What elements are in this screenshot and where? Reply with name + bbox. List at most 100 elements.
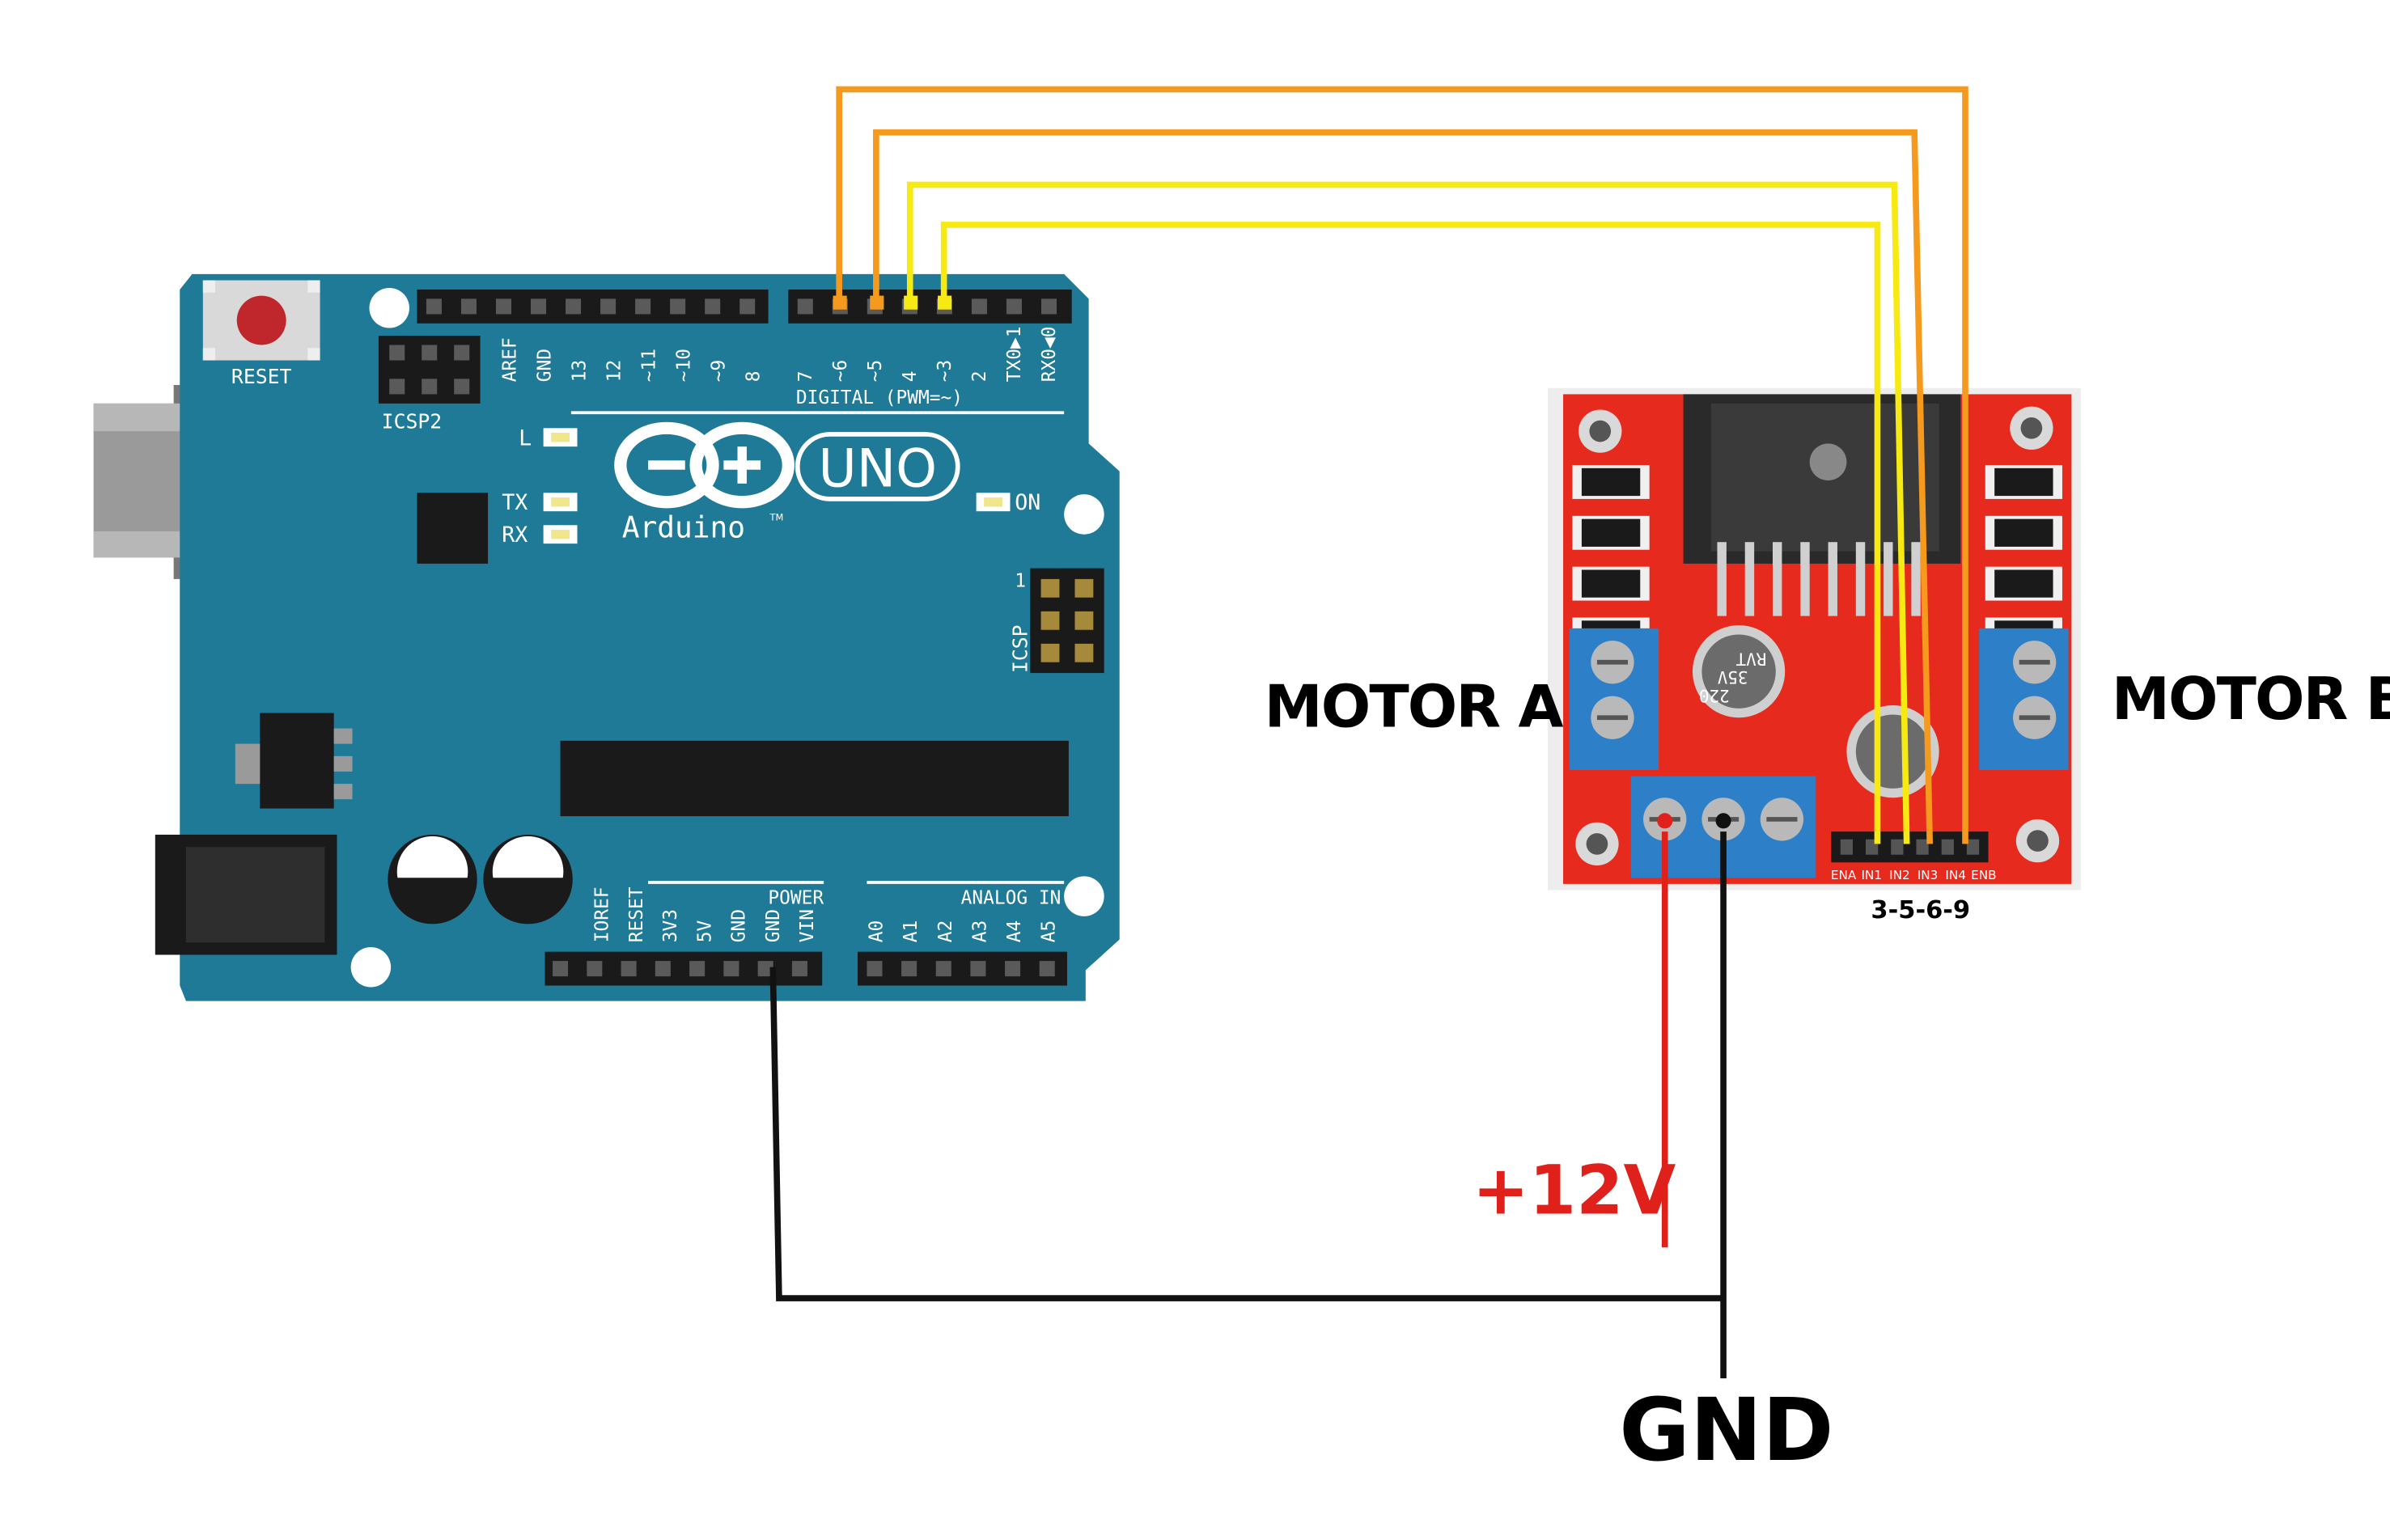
header-pin-hole xyxy=(1006,298,1022,315)
pin-label: 12 xyxy=(604,360,625,383)
led-rx-label: RX xyxy=(502,522,528,548)
analog-header xyxy=(858,951,1067,986)
motor-b-terminal xyxy=(1979,628,2069,770)
pin-label: GND xyxy=(534,349,555,382)
pin-label: ~5 xyxy=(865,360,886,383)
pin-label: ~10 xyxy=(673,349,694,382)
wire-gnd-arduino xyxy=(769,967,1724,1301)
driver-pin-label: IN4 xyxy=(1945,868,1966,882)
header-pin-hole xyxy=(1039,961,1055,977)
header-pin-hole xyxy=(426,298,442,315)
arduino-label: Arduino xyxy=(622,510,745,544)
driver-capacitor: 220 35V RVT xyxy=(1692,625,1786,718)
led-tx-label: TX xyxy=(502,490,528,515)
mounting-hole xyxy=(1064,494,1104,535)
plus-12v-label: +12V xyxy=(1473,1150,1676,1229)
mounting-hole xyxy=(350,946,392,988)
pin-label: ~3 xyxy=(934,360,956,383)
driver-pin-label: IN2 xyxy=(1889,868,1910,882)
arduino-logo: UNO Arduino TM xyxy=(614,421,960,544)
svg-text:RVT: RVT xyxy=(1735,649,1766,668)
led-on-label: ON xyxy=(1015,490,1040,515)
reset-label: RESET xyxy=(231,365,292,388)
header-pin-hole xyxy=(739,298,756,315)
pin-label: A3 xyxy=(969,920,990,943)
voltage-regulator xyxy=(260,713,334,809)
wire-pin6 xyxy=(836,86,1968,844)
driver-pin-label: ENA xyxy=(1831,868,1857,882)
header-pin-hole xyxy=(757,961,773,977)
header-pin-hole xyxy=(689,961,706,977)
pin-label: VIN xyxy=(797,909,818,942)
pin-label: A5 xyxy=(1039,920,1060,943)
header-pin-hole xyxy=(1040,298,1057,315)
pin-label: AREF xyxy=(499,337,520,382)
header-pin-hole xyxy=(670,298,686,315)
pin-label: A2 xyxy=(935,920,956,943)
wire-pin4 xyxy=(906,181,1910,844)
usb-chip xyxy=(417,493,489,564)
pin-label: 5V xyxy=(694,920,715,943)
header-pin-hole xyxy=(530,298,547,315)
header-pin-hole xyxy=(723,961,739,977)
microcontroller-chip xyxy=(560,740,1069,817)
header-pin-hole xyxy=(621,961,637,977)
pin-label: ~6 xyxy=(830,360,851,383)
wire-pin3 xyxy=(940,222,1881,844)
header-pin-hole xyxy=(791,961,807,977)
pin-label: RX0◀0 xyxy=(1039,326,1060,382)
mounting-hole xyxy=(1064,876,1104,916)
pin-label: 3V3 xyxy=(660,909,681,942)
pin-label: 4 xyxy=(900,370,921,382)
trademark: TM xyxy=(769,512,783,523)
uno-label: UNO xyxy=(818,439,937,500)
pin-label: A0 xyxy=(866,920,887,943)
motor-a-terminal xyxy=(1569,628,1659,770)
header-pin-hole xyxy=(1005,961,1021,977)
analog-label: ANALOG IN xyxy=(961,888,1062,909)
pin-label: RESET xyxy=(626,886,647,942)
header-pin-hole xyxy=(553,961,569,977)
digital-header-right xyxy=(788,289,1072,324)
header-pin-hole xyxy=(970,961,986,977)
pin-label: TX0▶1 xyxy=(1004,326,1025,382)
gnd-label: GND xyxy=(1619,1381,1833,1481)
header-pin-hole xyxy=(867,961,883,977)
pin-label: 7 xyxy=(795,370,816,382)
pin-label: ~9 xyxy=(709,360,730,383)
pins-caption: 3-5-6-9 xyxy=(1871,896,1970,924)
motor-b-label: MOTOR B xyxy=(2112,666,2390,734)
wire-pin5 xyxy=(873,129,1934,844)
header-pin-hole xyxy=(587,961,603,977)
driver-pin-label: ENB xyxy=(1971,868,1996,882)
pin-label: 13 xyxy=(569,360,590,383)
icsp-pin1-label: 1 xyxy=(1015,570,1026,591)
l298n-driver-board: 220 35V RVT ENA IN1 IN2 IN3 IN4 ENB 3-5-6-9 xyxy=(1548,387,2081,924)
pin-label: A1 xyxy=(900,920,922,943)
board-body xyxy=(180,273,1120,1001)
capacitor xyxy=(483,834,573,924)
power-header xyxy=(545,951,823,986)
icsp2-label: ICSP2 xyxy=(382,409,443,433)
header-pin-hole xyxy=(635,298,651,315)
header-pin-hole xyxy=(971,298,987,315)
header-pin-hole xyxy=(600,298,617,315)
mounting-hole xyxy=(369,288,409,328)
motor-a-label: MOTOR A xyxy=(1265,674,1564,742)
driver-pin-label: IN3 xyxy=(1918,868,1939,882)
led-l-label: L xyxy=(519,425,532,451)
header-pin-hole xyxy=(797,298,813,315)
pin-label: 8 xyxy=(744,370,765,382)
pin-label: GND xyxy=(729,909,750,942)
svg-text:220: 220 xyxy=(1699,686,1730,705)
header-pin-hole xyxy=(655,961,671,977)
header-pin-hole xyxy=(705,298,721,315)
pin-label: A4 xyxy=(1004,920,1025,943)
driver-pin-label: IN1 xyxy=(1861,868,1882,882)
header-pin-hole xyxy=(566,298,582,315)
svg-text:35V: 35V xyxy=(1717,667,1748,687)
power-label: POWER xyxy=(768,888,824,909)
header-pin-hole xyxy=(935,961,951,977)
pin-label: GND xyxy=(763,909,784,942)
